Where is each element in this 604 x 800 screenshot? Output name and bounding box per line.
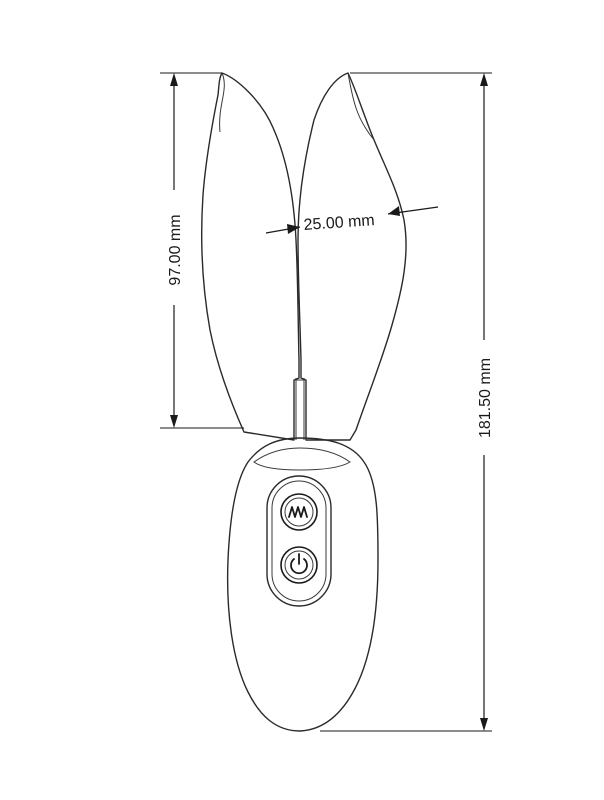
left-ear-edge [219, 72, 225, 133]
total-height-label: 181.50 mm [477, 358, 494, 438]
button-panel-inner [271, 480, 327, 602]
ear-length-label: 97.00 mm [167, 214, 184, 285]
right-ear [297, 72, 407, 441]
left-ear [201, 72, 300, 441]
handle-body [226, 437, 379, 732]
ear-gap-dimension: 25.00 mm [265, 206, 439, 234]
button-panel-outer [266, 475, 332, 607]
right-ear-edge [347, 72, 375, 141]
power-icon [290, 553, 308, 575]
wave-icon [288, 506, 308, 518]
vibration-button[interactable] [280, 493, 318, 531]
power-button[interactable] [280, 546, 318, 584]
handle-collar [253, 447, 351, 471]
total-height-dimension: 181.50 mm [320, 72, 494, 732]
product-outline [201, 72, 407, 732]
stem [294, 378, 306, 440]
ear-length-dimension: 97.00 mm [160, 72, 244, 429]
ear-gap-label: 25.00 mm [303, 212, 375, 234]
